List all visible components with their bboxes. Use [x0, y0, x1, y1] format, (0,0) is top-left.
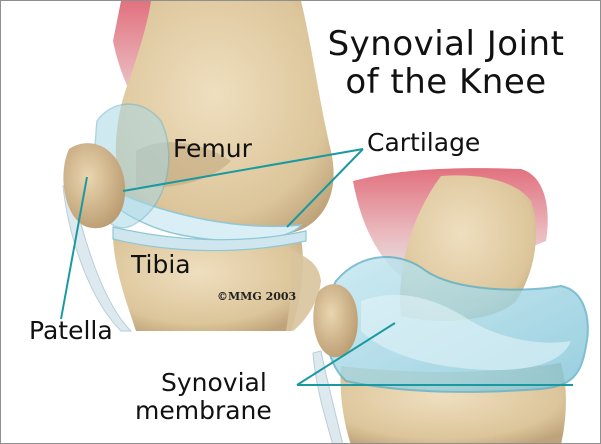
copyright-notice: ©MMG 2003 [217, 290, 296, 303]
main-knee-group [63, 1, 334, 331]
femur-label: Femur [173, 135, 252, 163]
title-line-1: Synovial Joint [296, 25, 596, 63]
synovial-label-line-2: membrane [135, 397, 272, 425]
synovial-label-line-1: Synovial [161, 369, 267, 397]
tibia-label: Tibia [131, 251, 191, 279]
patella-label: Patella [29, 317, 113, 345]
title-line-2: of the Knee [296, 63, 596, 101]
diagram-title: Synovial Joint of the Knee [296, 25, 596, 101]
inset-knee-group [313, 168, 588, 444]
cartilage-label: Cartilage [367, 129, 480, 157]
inset-patella-bone [313, 284, 357, 357]
